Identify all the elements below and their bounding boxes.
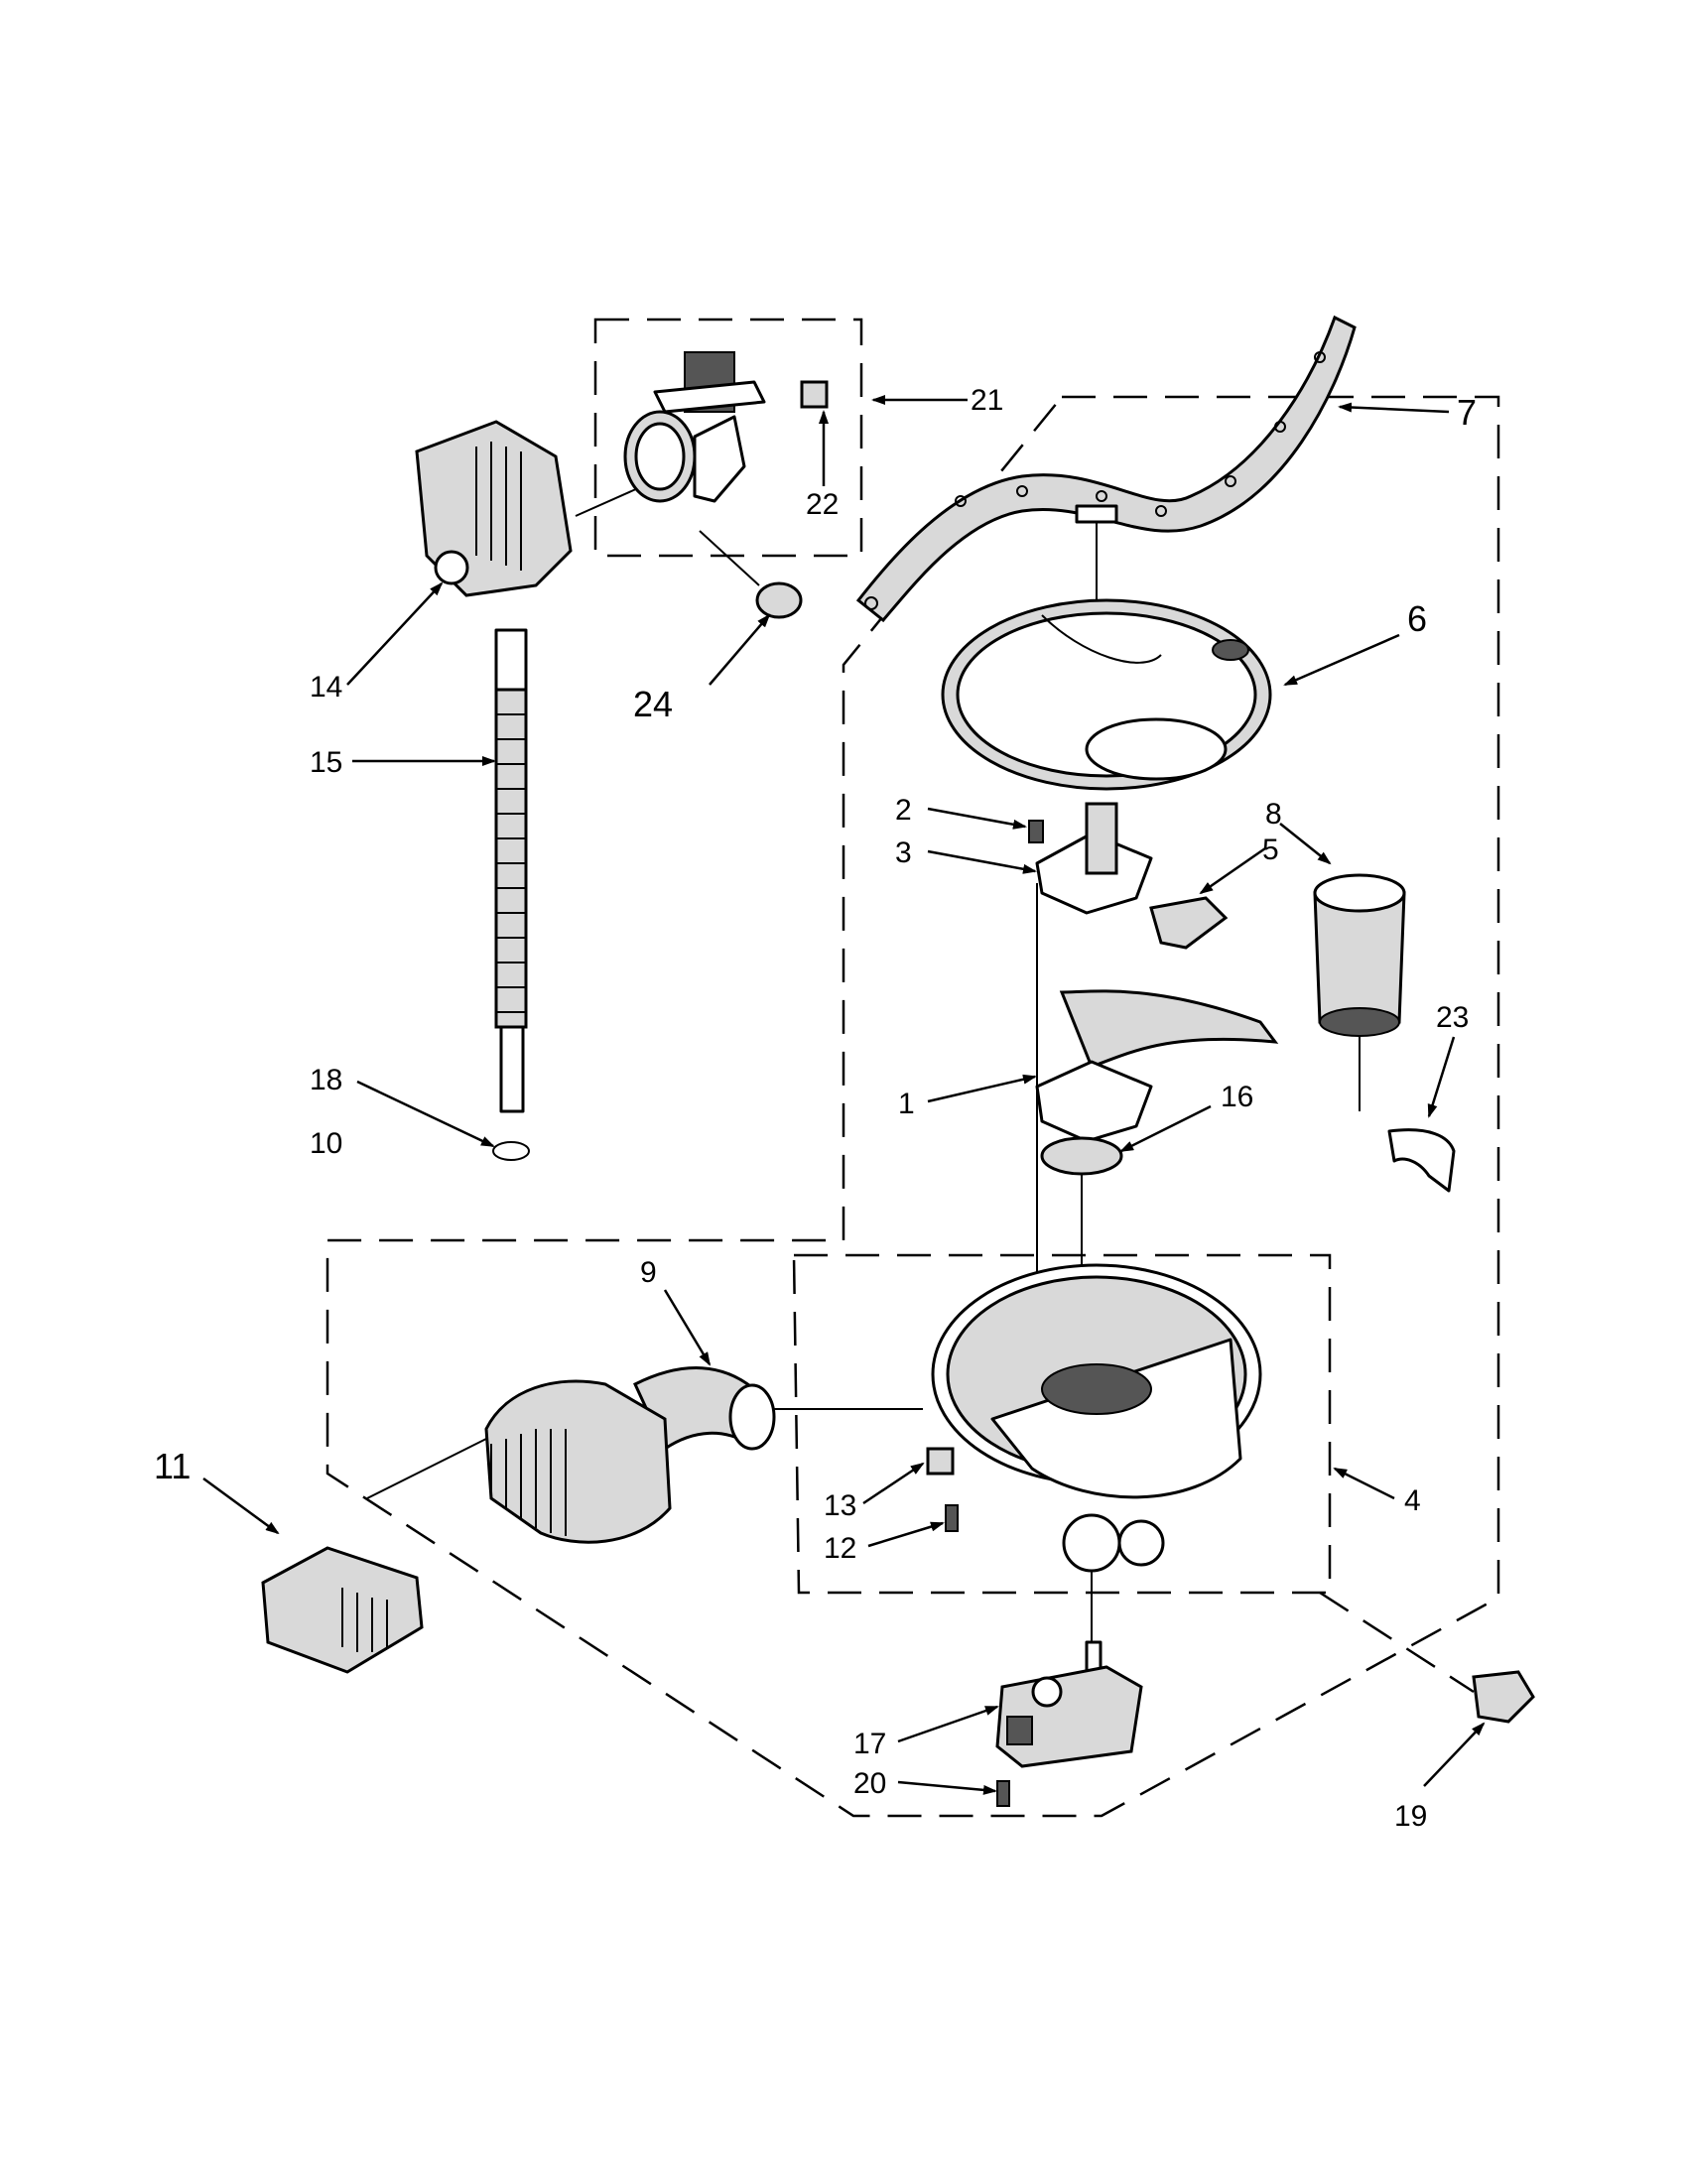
callout-17: 17	[853, 1728, 886, 1760]
callout-24: 24	[633, 684, 673, 724]
callout-20: 20	[853, 1767, 886, 1800]
callout-13: 13	[824, 1489, 856, 1522]
callout-4: 4	[1404, 1484, 1421, 1517]
hose-part-9	[633, 1366, 923, 1452]
callout-8: 8	[1265, 798, 1282, 831]
drain-pump-part-14	[415, 420, 666, 597]
callout-12: 12	[824, 1532, 856, 1565]
callout-1: 1	[898, 1088, 915, 1120]
callout-10: 10	[310, 1127, 342, 1160]
clip-part-23	[1387, 1128, 1456, 1193]
screw-part-20	[996, 1780, 1010, 1807]
callout-3: 3	[895, 836, 912, 869]
callout-2: 2	[895, 794, 912, 827]
callout-19: 19	[1394, 1800, 1427, 1833]
dashed-boundaries	[325, 318, 1500, 1818]
boundary-21	[593, 318, 863, 558]
boundary-4	[792, 1253, 1332, 1595]
bracket-part-13	[926, 1447, 955, 1476]
boundary-10	[325, 395, 1500, 1818]
screw-part-2	[1028, 820, 1044, 843]
clip-part-5	[1149, 896, 1229, 950]
spray-arm-part-7	[855, 315, 1357, 695]
callout-23: 23	[1436, 1001, 1469, 1034]
filter-part-8	[1313, 873, 1406, 1111]
deflector-part-1	[1035, 989, 1279, 1143]
cap-part-24	[699, 530, 803, 619]
callout-9: 9	[640, 1256, 657, 1289]
callout-5: 5	[1262, 834, 1279, 866]
wash-motor	[366, 1379, 672, 1544]
callout-18: 18	[310, 1064, 342, 1096]
sump-part-4	[931, 1263, 1262, 1647]
cover-part-11	[261, 1546, 424, 1674]
callout-labels: 21 22 7 6 14 24 15 2 3 8 5 23 1 16 18 10…	[154, 384, 1477, 1833]
callout-22: 22	[806, 488, 839, 521]
callout-16: 16	[1221, 1081, 1253, 1113]
leader-lines	[202, 395, 1486, 1795]
callout-14: 14	[310, 671, 342, 704]
drain-hose-part-15	[494, 628, 528, 1113]
callout-21: 21	[971, 384, 1003, 417]
clip-part-22	[800, 380, 829, 409]
clamp-part-18	[492, 1141, 530, 1161]
inlet-part-21	[623, 351, 766, 503]
callout-11: 11	[154, 1446, 191, 1486]
screw-part-12	[945, 1504, 959, 1532]
diverter-motor-part-17	[995, 1640, 1143, 1768]
callout-7: 7	[1457, 392, 1477, 433]
callout-15: 15	[310, 746, 342, 779]
filter-cover-part-6	[941, 598, 1272, 791]
sensor-part-19	[1319, 1591, 1535, 1724]
callout-6: 6	[1407, 598, 1427, 639]
mount-part-3	[1035, 802, 1153, 1280]
